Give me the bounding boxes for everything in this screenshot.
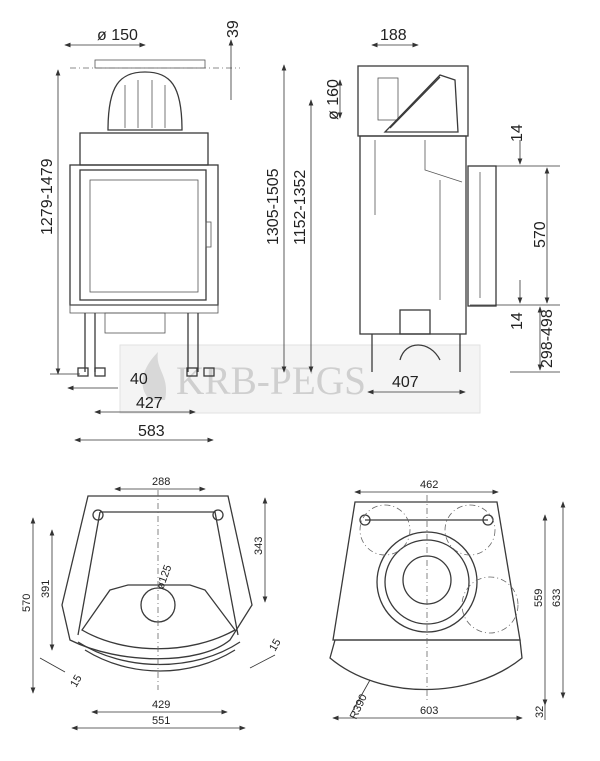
dim-side-depth: 343 <box>253 537 265 555</box>
dim-plan-total-width: 551 <box>152 715 170 727</box>
dim-plan-right-total-width: 603 <box>420 705 438 717</box>
dim-door-base-height: 298-498 <box>539 309 556 368</box>
dim-plan-flue-diameter: ø125 <box>155 563 175 591</box>
dim-plan-rear-width: 462 <box>420 479 438 491</box>
dim-inner-depth: 391 <box>40 580 52 598</box>
plan-view-right: 462 559 633 R390 603 32 <box>329 479 566 721</box>
dim-total-depth: 570 <box>21 594 33 612</box>
dim-inner-width: 427 <box>136 395 163 412</box>
dim-radius: R390 <box>348 692 370 721</box>
flame-logo-icon <box>142 352 167 400</box>
dim-left-frame: 15 <box>68 673 85 690</box>
dim-total-height-range: 1305-1505 <box>265 168 282 245</box>
dim-outer-width: 583 <box>138 423 165 440</box>
dim-right-frame: 15 <box>267 637 284 654</box>
dim-plan-inner-depth: 559 <box>533 589 545 607</box>
front-view: ø 150 39 1279-1479 40 427 583 <box>39 20 242 443</box>
dim-rear-width: 288 <box>152 476 170 488</box>
dim-side-flue-diameter: ø 160 <box>325 79 342 120</box>
side-view: 188 ø 160 1305-1505 1152-1352 14 570 14 … <box>265 27 560 395</box>
dim-flue-height-range: 1152-1352 <box>292 170 309 245</box>
dim-door-height: 570 <box>532 221 549 248</box>
dim-leg-offset: 40 <box>130 371 148 388</box>
dim-top-offset: 39 <box>225 20 242 38</box>
dim-flue-offset: 188 <box>380 27 407 44</box>
dim-glass-width: 429 <box>152 699 170 711</box>
watermark-text: KRB-PEGS <box>176 358 366 403</box>
plan-view-left: 288 343 391 570 ø125 15 15 429 551 <box>21 476 284 731</box>
dim-top-gap: 14 <box>509 124 526 142</box>
dim-bottom-gap: 14 <box>509 312 526 330</box>
watermark: KRB-PEGS <box>119 344 481 414</box>
dim-depth: 407 <box>392 374 419 391</box>
dim-height-range: 1279-1479 <box>39 158 56 235</box>
dim-flue-diameter: ø 150 <box>97 27 138 44</box>
dim-front-offset: 32 <box>534 706 546 718</box>
dim-plan-total-depth: 633 <box>551 589 563 607</box>
